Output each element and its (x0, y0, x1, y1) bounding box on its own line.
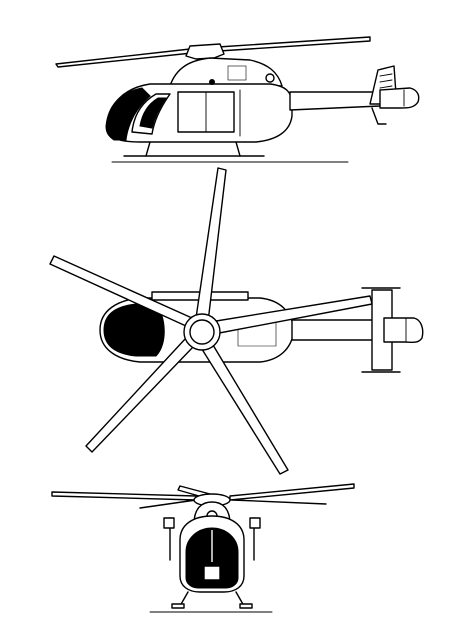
side-ventral-fin (371, 107, 387, 125)
front-right-pod (249, 517, 261, 529)
side-tail-boom (289, 91, 381, 111)
side-thruster (379, 87, 420, 109)
front-skid-struts (179, 591, 245, 607)
side-main-rotor-blade-right (217, 36, 371, 52)
top-thruster (383, 317, 424, 344)
side-skid-struts (145, 141, 241, 157)
front-left-skid (171, 603, 185, 609)
front-chin-panel (203, 565, 221, 581)
top-endplates (361, 287, 401, 373)
front-rotor-blade-back (139, 499, 327, 509)
top-tail-boom (291, 319, 385, 341)
side-view (55, 36, 420, 163)
front-left-pod (163, 517, 175, 529)
side-tail-fin-ribs (379, 73, 393, 95)
top-canopy (103, 303, 165, 357)
side-engine-intake (227, 65, 247, 81)
side-main-rotor-blade-left (55, 48, 193, 68)
front-rotor-blade-left (51, 491, 197, 501)
top-rotor-hub (189, 319, 215, 345)
top-view (49, 167, 424, 475)
side-cockpit-window (105, 87, 151, 141)
side-exhaust (265, 73, 275, 83)
front-view (51, 483, 355, 613)
side-engine-cowling (169, 57, 283, 87)
top-horizontal-stabilizer (371, 289, 393, 371)
front-right-skid (239, 603, 253, 609)
side-antenna-mount (209, 79, 215, 85)
side-cockpit-window-upper (139, 97, 167, 129)
side-rotor-hub (185, 43, 225, 60)
front-rotor-blade-right (229, 483, 355, 501)
